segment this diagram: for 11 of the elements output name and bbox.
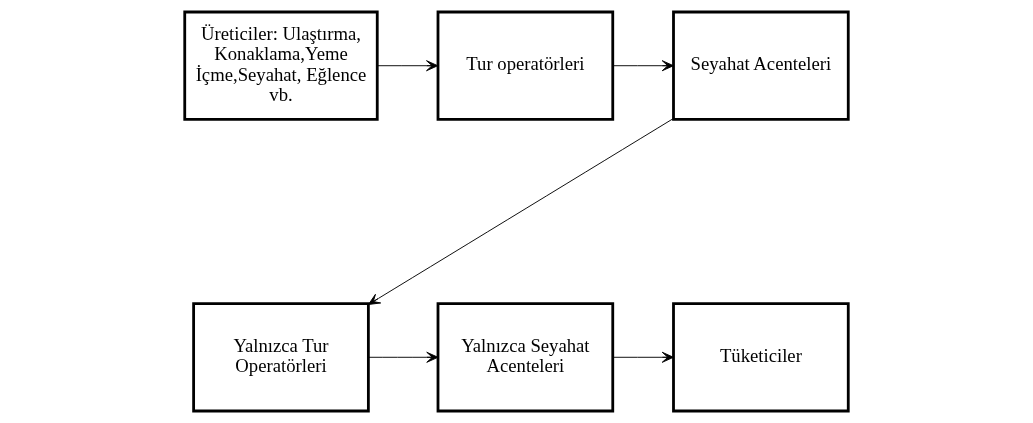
- arrow: [612, 60, 674, 72]
- arrow: [612, 351, 674, 363]
- arrow: [368, 118, 674, 305]
- node-box: Tüketiciler: [672, 302, 850, 413]
- node-box: Tur operatörleri: [436, 10, 615, 121]
- node-box: Yalnızca Seyahat Acenteleri: [436, 302, 615, 413]
- node-box: Yalnızca Tur Operatörleri: [192, 302, 370, 413]
- node-box: Üreticiler: Ulaştırma, Konaklama,Yeme İçme,Seyahat, Eğlence vb.: [183, 10, 379, 121]
- arrow: [376, 60, 439, 72]
- arrow: [368, 351, 439, 363]
- node-box: Seyahat Acenteleri: [672, 10, 850, 121]
